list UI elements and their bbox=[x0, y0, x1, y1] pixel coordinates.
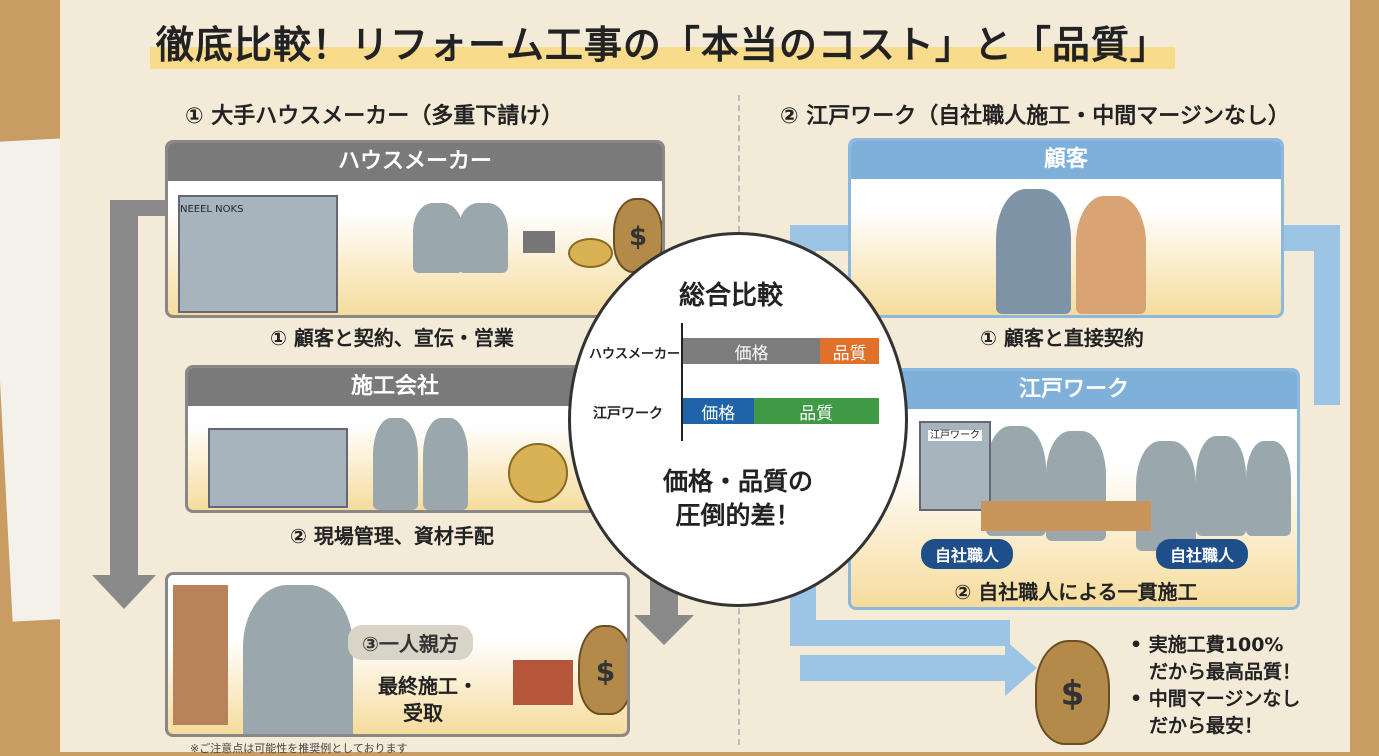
in-house-craftsman-badge: 自社職人 bbox=[921, 539, 1014, 569]
office-building-icon: NEEEL NOKS bbox=[178, 195, 338, 313]
workshop-icon: 江戸ワーク bbox=[919, 421, 991, 511]
worker-icon bbox=[423, 418, 468, 510]
step-caption: ① 顧客と契約、宣伝・営業 bbox=[270, 326, 514, 350]
panel-header: 施工会社 bbox=[188, 368, 602, 406]
right-heading: ② 江戸ワーク（自社職人施工・中間マージンなし） bbox=[780, 104, 1290, 129]
note-line: • 中間マージンなし bbox=[1130, 688, 1301, 710]
chart-axis bbox=[681, 323, 683, 441]
worker-icon bbox=[243, 585, 353, 734]
factory-icon bbox=[208, 428, 348, 508]
footnote: ※ご注意点は可能性を推奨例としております bbox=[190, 742, 408, 755]
row-label: ハウスメーカー bbox=[589, 347, 681, 362]
left-heading: ① 大手ハウスメーカー（多重下請け） bbox=[185, 104, 564, 129]
panel-subcontractor: ③一人親方 最終施工・ 受取 $ bbox=[165, 572, 630, 737]
bar-segment-quality: 品質 bbox=[753, 398, 879, 424]
panel-header: 顧客 bbox=[851, 141, 1281, 179]
step-caption: ② 自社職人による一貫施工 bbox=[954, 580, 1198, 604]
subcontractor-badge: ③一人親方 bbox=[348, 625, 473, 660]
arrow-down-icon bbox=[634, 615, 694, 645]
step-caption: 最終施工・ bbox=[378, 674, 478, 698]
arrow-down-icon bbox=[92, 575, 156, 609]
panel-header: 江戸ワーク bbox=[851, 371, 1297, 409]
panel-house-maker: ハウスメーカー NEEEL NOKS $ bbox=[165, 140, 665, 318]
note-line: • 実施工費100% bbox=[1130, 634, 1284, 656]
comparison-bar-house-maker: 価格品質 bbox=[683, 338, 879, 364]
flow-arrow bbox=[790, 620, 1010, 646]
arrow-right-icon bbox=[523, 231, 555, 253]
in-house-craftsman-badge: 自社職人 bbox=[1156, 539, 1249, 569]
panel-contractor: 施工会社 bbox=[185, 365, 605, 513]
bar-segment-quality: 品質 bbox=[820, 338, 879, 364]
note-line: だから最安！ bbox=[1130, 715, 1264, 737]
salesperson-icon bbox=[413, 203, 463, 273]
panel-edo-work: 江戸ワーク 江戸ワーク 自社職人 自社職人 ② 自社職人による一貫施工 bbox=[848, 368, 1300, 610]
worker-icon bbox=[1246, 441, 1291, 536]
bubble-title: 総合比較 bbox=[679, 281, 784, 311]
row-label: 江戸ワーク bbox=[593, 406, 663, 422]
arrow-right-icon bbox=[1005, 640, 1037, 696]
worker-icon bbox=[373, 418, 418, 510]
note-line: だから最高品質！ bbox=[1130, 661, 1302, 683]
conclusion-line: 圧倒的差！ bbox=[675, 501, 801, 530]
step-caption: ② 現場管理、資材手配 bbox=[290, 524, 494, 548]
conclusion-text: 価格・品質の 圧倒的差！ bbox=[571, 465, 905, 533]
brick-wall-icon bbox=[173, 585, 228, 725]
comparison-bubble: 総合比較 ハウスメーカー 江戸ワーク 価格品質 価格品質 価格・品質の 圧倒的差… bbox=[568, 232, 908, 607]
conclusion-line: 価格・品質の bbox=[662, 467, 813, 496]
benefit-notes: • 実施工費100% だから最高品質！ • 中間マージンなし だから最安！ bbox=[1130, 632, 1301, 740]
flow-arrow bbox=[110, 200, 138, 580]
worker-icon bbox=[1196, 436, 1246, 536]
money-bag-icon: $ bbox=[578, 625, 627, 715]
salesperson-icon bbox=[458, 203, 508, 273]
panel-customer: 顧客 bbox=[848, 138, 1284, 318]
flow-arrow bbox=[800, 655, 1010, 681]
coins-icon bbox=[568, 238, 613, 268]
step-caption: 受取 bbox=[403, 701, 443, 725]
panel-header: ハウスメーカー bbox=[168, 143, 662, 181]
step-caption: ① 顧客と直接契約 bbox=[980, 326, 1144, 350]
customer-icon bbox=[996, 189, 1071, 314]
customer-icon bbox=[1076, 196, 1146, 314]
worker-icon bbox=[1136, 441, 1196, 551]
page-title: 徹底比較！リフォーム工事の「本当のコスト」と「品質」 bbox=[150, 14, 1175, 69]
flow-arrow bbox=[1314, 225, 1340, 405]
money-bag-icon: $ bbox=[613, 198, 662, 273]
brick-icon bbox=[513, 660, 573, 705]
money-bag-icon: $ bbox=[1035, 640, 1110, 745]
bar-segment-price: 価格 bbox=[683, 398, 754, 424]
comparison-bar-edo-work: 価格品質 bbox=[683, 398, 879, 424]
bar-segment-price: 価格 bbox=[683, 338, 821, 364]
coins-icon bbox=[508, 443, 568, 503]
lumber-icon bbox=[981, 501, 1151, 531]
